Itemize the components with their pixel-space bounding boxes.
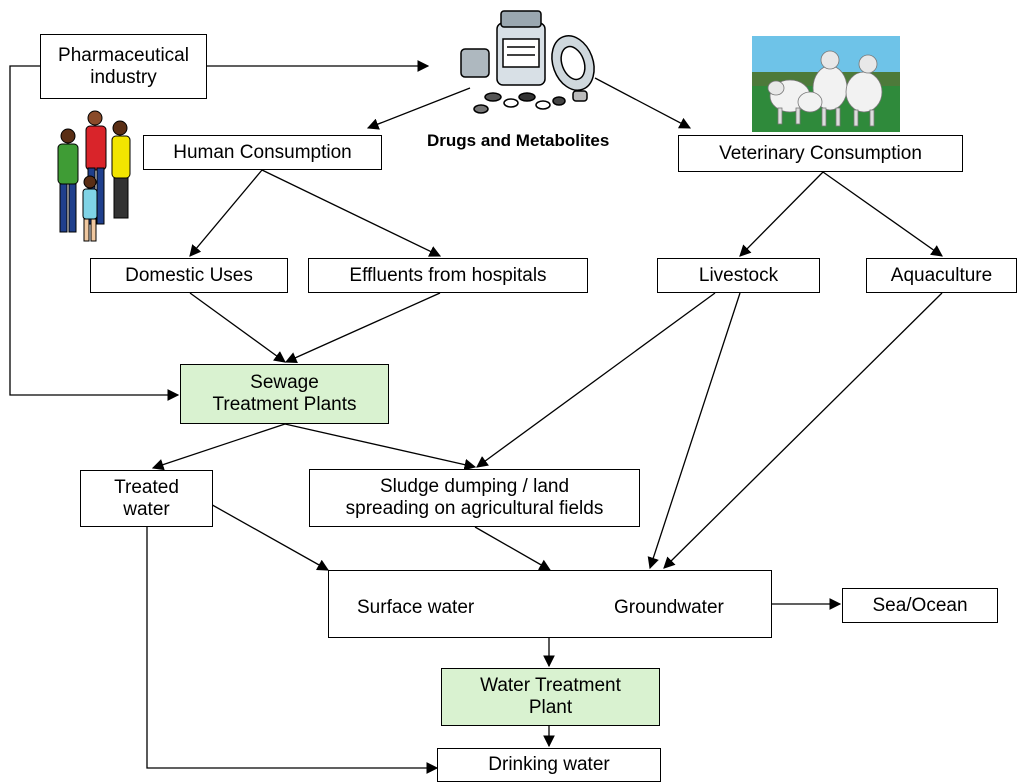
pharmaceutical-industry-box: Pharmaceutical industry — [40, 34, 207, 99]
sheep-image — [752, 36, 900, 132]
arrow-hospitals-to-sewage — [284, 292, 441, 364]
arrow-sewage-to-treated — [151, 423, 286, 471]
arrow-livestock-to-sludge — [476, 292, 716, 468]
livestock-label: Livestock — [698, 264, 779, 286]
arrow-domestic-to-sewage — [189, 292, 286, 363]
veterinary-consumption-box: Veterinary Consumption — [678, 135, 963, 172]
domestic-uses-box: Domestic Uses — [90, 258, 288, 293]
arrow-aquaculture-to-groundwater — [663, 292, 943, 569]
domestic-uses-label: Domestic Uses — [125, 264, 253, 286]
hospital-effluents-box: Effluents from hospitals — [308, 258, 588, 293]
arrow-treated-to-drinking — [146, 527, 439, 774]
arrow-veterinary-to-livestock — [739, 171, 824, 257]
veterinary-consumption-label: Veterinary Consumption — [719, 142, 922, 164]
water-treatment-plant-box: Water Treatment Plant — [441, 668, 660, 726]
sewage-treatment-plants-label: Sewage Treatment Plants — [212, 372, 357, 415]
drugs-and-metabolites-label: Drugs and Metabolites — [427, 131, 610, 150]
hospital-effluents-label: Effluents from hospitals — [349, 264, 547, 286]
human-consumption-label: Human Consumption — [173, 141, 352, 163]
sea-ocean-label: Sea/Ocean — [872, 594, 968, 616]
groundwater-label: Groundwater — [614, 597, 724, 618]
arrow-treated-to-surface — [206, 501, 330, 571]
sludge-dumping-label: Sludge dumping / land spreading on agric… — [345, 476, 604, 519]
treated-water-box: Treated water — [80, 470, 213, 527]
arrow-sludge-to-water — [474, 526, 552, 571]
drinking-water-box: Drinking water — [437, 748, 661, 782]
arrow-drugs-to-human — [366, 87, 471, 130]
pharmaceutical-industry-label: Pharmaceutical industry — [58, 44, 189, 88]
arrow-veterinary-to-aquaculture — [822, 171, 943, 257]
family-image — [57, 110, 131, 242]
surface-water-label: Surface water — [357, 597, 475, 618]
drinking-water-label: Drinking water — [488, 754, 610, 775]
livestock-box: Livestock — [657, 258, 820, 293]
pill-bottle-image — [460, 10, 595, 114]
sea-ocean-box: Sea/Ocean — [842, 588, 998, 623]
water-treatment-plant-label: Water Treatment Plant — [480, 675, 621, 718]
sludge-dumping-box: Sludge dumping / land spreading on agric… — [309, 469, 640, 527]
sewage-treatment-plants-box: Sewage Treatment Plants — [180, 364, 389, 424]
aquaculture-label: Aquaculture — [890, 264, 993, 286]
arrow-sewage-to-sludge — [284, 423, 477, 471]
aquaculture-box: Aquaculture — [866, 258, 1017, 293]
arrow-livestock-to-groundwater — [647, 292, 741, 570]
arrow-human-to-domestic — [189, 169, 263, 257]
arrow-drugs-to-veterinary — [594, 77, 692, 129]
treated-water-label: Treated water — [114, 476, 179, 520]
arrow-human-to-hospitals — [261, 169, 442, 257]
human-consumption-box: Human Consumption — [143, 135, 382, 170]
arrow-pharma-to-sewage — [9, 65, 180, 401]
surface-groundwater-box — [328, 570, 772, 638]
